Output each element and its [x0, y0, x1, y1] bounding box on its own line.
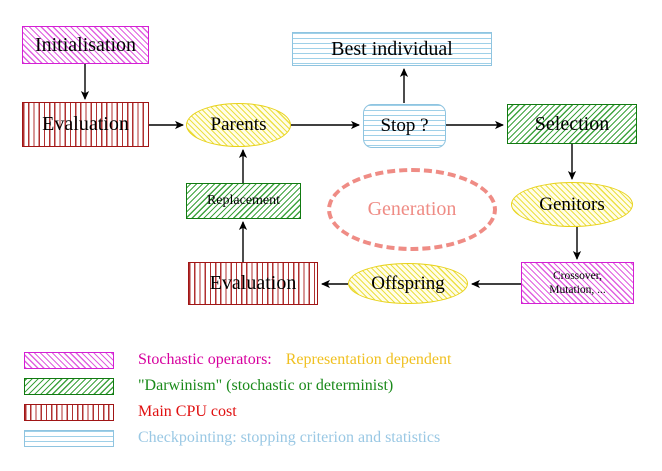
node-parents[interactable]: Parents [186, 103, 291, 147]
node-stop[interactable]: Stop ? [363, 104, 446, 148]
legend-row: Checkpointing: stopping criterion and st… [24, 426, 644, 450]
node-replacement[interactable]: Replacement [186, 183, 301, 219]
legend-label-darwinism: "Darwinism" (stochastic or determinist) [138, 377, 394, 394]
node-offspring-label: Offspring [371, 272, 445, 294]
node-crossover-mutation[interactable]: Crossover, Mutation, ... [521, 262, 634, 304]
node-best-individual[interactable]: Best individual [292, 32, 492, 66]
legend-label-stochastic-operators: Stochastic operators: Representation depe… [138, 351, 451, 369]
node-genitors[interactable]: Genitors [511, 182, 633, 227]
legend-row: Stochastic operators: Representation depe… [24, 348, 644, 372]
node-initialisation-label: Initialisation [34, 33, 137, 56]
node-crossover-mutation-label: Crossover, Mutation, ... [549, 269, 606, 296]
node-parents-label: Parents [210, 114, 267, 136]
legend-swatch-darwinism [24, 377, 114, 395]
legend-label-main-cpu-cost: Main CPU cost [138, 403, 237, 420]
node-evaluation-top[interactable]: Evaluation [22, 102, 149, 147]
node-evaluation-top-label: Evaluation [42, 113, 129, 136]
legend-swatch-main-cpu-cost [24, 403, 114, 421]
node-best-individual-label: Best individual [331, 37, 453, 60]
node-evaluation-bottom[interactable]: Evaluation [188, 262, 318, 305]
node-offspring[interactable]: Offspring [348, 263, 468, 304]
node-genitors-label: Genitors [539, 193, 605, 215]
node-generation-label: Generation [367, 198, 457, 221]
node-selection[interactable]: Selection [507, 104, 637, 144]
legend-row: Main CPU cost [24, 400, 644, 424]
legend-text-primary: Stochastic operators: [138, 351, 272, 368]
legend-label-checkpointing: Checkpointing: stopping criterion and st… [138, 429, 441, 446]
node-replacement-label: Replacement [206, 192, 281, 208]
legend-text-secondary: Representation dependent [285, 351, 452, 368]
node-generation-cycle: Generation [327, 168, 497, 251]
legend-row: "Darwinism" (stochastic or determinist) [24, 374, 644, 398]
node-evaluation-bottom-label: Evaluation [209, 272, 297, 295]
node-initialisation[interactable]: Initialisation [22, 26, 149, 64]
legend: Stochastic operators: Representation depe… [24, 348, 644, 452]
legend-swatch-checkpointing [24, 429, 114, 447]
node-stop-label: Stop ? [380, 115, 429, 137]
legend-swatch-stochastic-operators [24, 351, 114, 369]
node-selection-label: Selection [534, 112, 610, 135]
